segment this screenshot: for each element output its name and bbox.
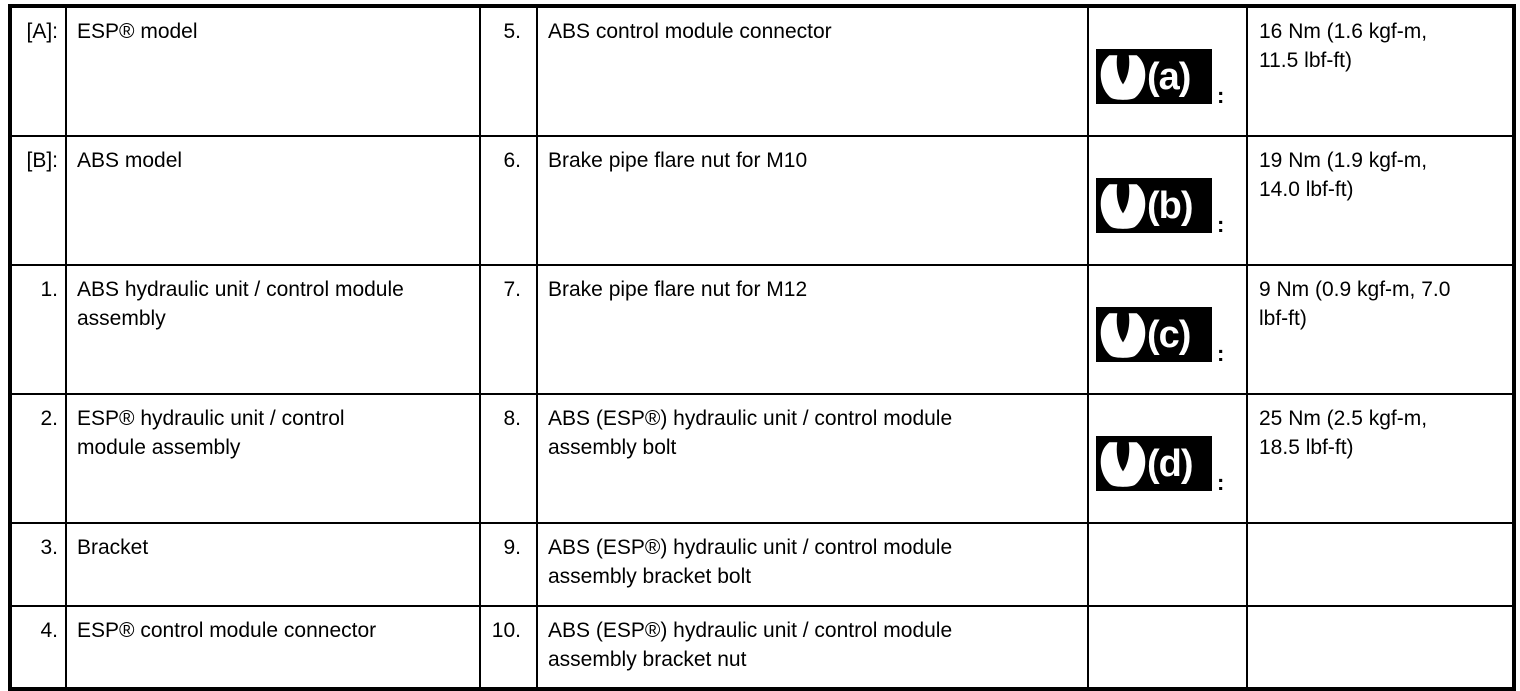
parts-torque-table: [A]: ESP® model 5. ABS control module co…: [8, 4, 1516, 691]
item-number-cell: 7.: [479, 264, 538, 395]
table-row: 2. ESP® hydraulic unit / control module …: [9, 393, 1515, 524]
item-description-cell: ESP® model: [65, 5, 481, 137]
item-number-cell: [A]:: [9, 5, 67, 137]
item-number-cell: 1.: [9, 264, 67, 395]
item-number-cell: [B]:: [9, 135, 67, 266]
torque-value-cell: 25 Nm (2.5 kgf-m, 18.5 lbf-ft): [1246, 393, 1515, 524]
torque-label: (b): [1147, 184, 1194, 227]
table-row: [B]: ABS model 6. Brake pipe flare nut f…: [9, 135, 1515, 266]
item-number-cell: 10.: [479, 605, 538, 690]
table-row: 4. ESP® control module connector 10. ABS…: [9, 605, 1515, 690]
torque-colon: :: [1217, 470, 1225, 495]
table-row: 3. Bracket 9. ABS (ESP®) hydraulic unit …: [9, 522, 1515, 607]
item-description-cell: ABS control module connector: [536, 5, 1089, 137]
torque-symbol-cell: (b) :: [1087, 135, 1248, 266]
item-description-cell: Brake pipe flare nut for M10: [536, 135, 1089, 266]
item-description-cell: ABS (ESP®) hydraulic unit / control modu…: [536, 522, 1089, 607]
item-number-cell: 4.: [9, 605, 67, 690]
torque-value-cell: 19 Nm (1.9 kgf-m, 14.0 lbf-ft): [1246, 135, 1515, 266]
item-number-cell: 9.: [479, 522, 538, 607]
item-description-cell: Brake pipe flare nut for M12: [536, 264, 1089, 395]
torque-wrench-badge: (b): [1096, 178, 1212, 233]
torque-symbol: (c) :: [1096, 307, 1244, 366]
torque-symbol-cell: (d) :: [1087, 393, 1248, 524]
torque-colon: :: [1217, 341, 1225, 366]
torque-value-cell-empty: [1246, 522, 1515, 607]
table-row: 1. ABS hydraulic unit / control module a…: [9, 264, 1515, 395]
service-manual-legend-page: [A]: ESP® model 5. ABS control module co…: [8, 4, 1516, 691]
torque-symbol-cell: (c) :: [1087, 264, 1248, 395]
item-description-cell: ABS model: [65, 135, 481, 266]
item-description-cell: ABS (ESP®) hydraulic unit / control modu…: [536, 393, 1089, 524]
torque-colon: :: [1217, 212, 1225, 237]
torque-wrench-icon: [1100, 312, 1146, 358]
torque-wrench-icon: [1100, 183, 1146, 229]
table-row: [A]: ESP® model 5. ABS control module co…: [9, 5, 1515, 137]
torque-wrench-badge: (a): [1096, 49, 1212, 104]
item-description-cell: ESP® control module connector: [65, 605, 481, 690]
torque-symbol-cell-empty: [1087, 522, 1248, 607]
torque-label: (a): [1147, 55, 1191, 98]
item-description-cell: ABS hydraulic unit / control module asse…: [65, 264, 481, 395]
torque-label: (d): [1147, 442, 1194, 485]
torque-value-cell-empty: [1246, 605, 1515, 690]
torque-symbol: (a) :: [1096, 49, 1244, 108]
item-description-cell: ESP® hydraulic unit / control module ass…: [65, 393, 481, 524]
torque-value-cell: 9 Nm (0.9 kgf-m, 7.0 lbf-ft): [1246, 264, 1515, 395]
item-number-cell: 3.: [9, 522, 67, 607]
torque-wrench-icon: [1100, 54, 1146, 100]
torque-colon: :: [1217, 83, 1225, 108]
item-number-cell: 2.: [9, 393, 67, 524]
item-number-cell: 6.: [479, 135, 538, 266]
item-number-cell: 8.: [479, 393, 538, 524]
item-number-cell: 5.: [479, 5, 538, 137]
torque-symbol: (b) :: [1096, 178, 1244, 237]
torque-symbol-cell-empty: [1087, 605, 1248, 690]
torque-wrench-badge: (d): [1096, 436, 1212, 491]
torque-value-cell: 16 Nm (1.6 kgf-m, 11.5 lbf-ft): [1246, 5, 1515, 137]
torque-symbol: (d) :: [1096, 436, 1244, 495]
item-description-cell: Bracket: [65, 522, 481, 607]
torque-symbol-cell: (a) :: [1087, 5, 1248, 137]
item-description-cell: ABS (ESP®) hydraulic unit / control modu…: [536, 605, 1089, 690]
torque-wrench-icon: [1100, 441, 1146, 487]
torque-wrench-badge: (c): [1096, 307, 1212, 362]
torque-label: (c): [1147, 313, 1191, 356]
